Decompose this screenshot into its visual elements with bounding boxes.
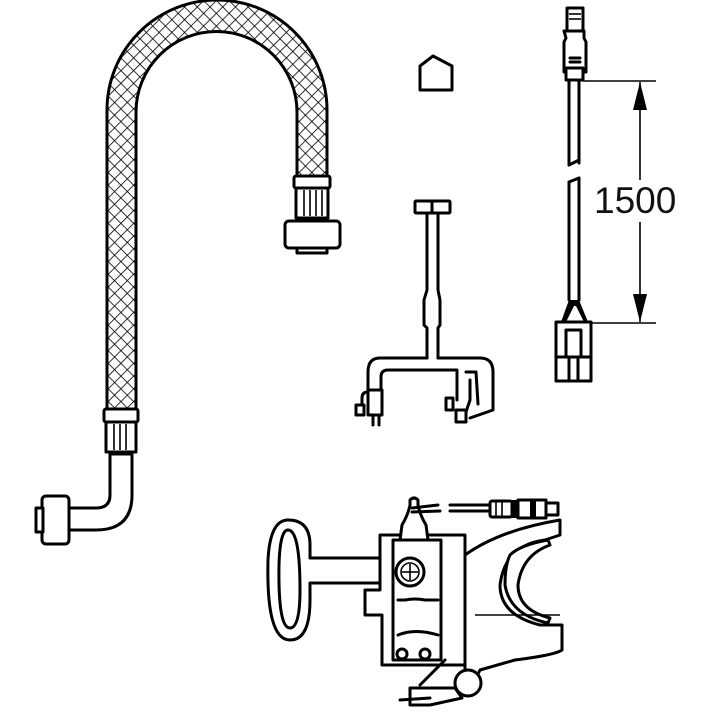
braided-hose (34, 0, 342, 546)
cap (418, 54, 454, 92)
cable (554, 6, 593, 383)
valve-unit (266, 496, 564, 707)
dimension-label: 1500 (592, 180, 679, 222)
mounting-bracket (354, 199, 495, 427)
